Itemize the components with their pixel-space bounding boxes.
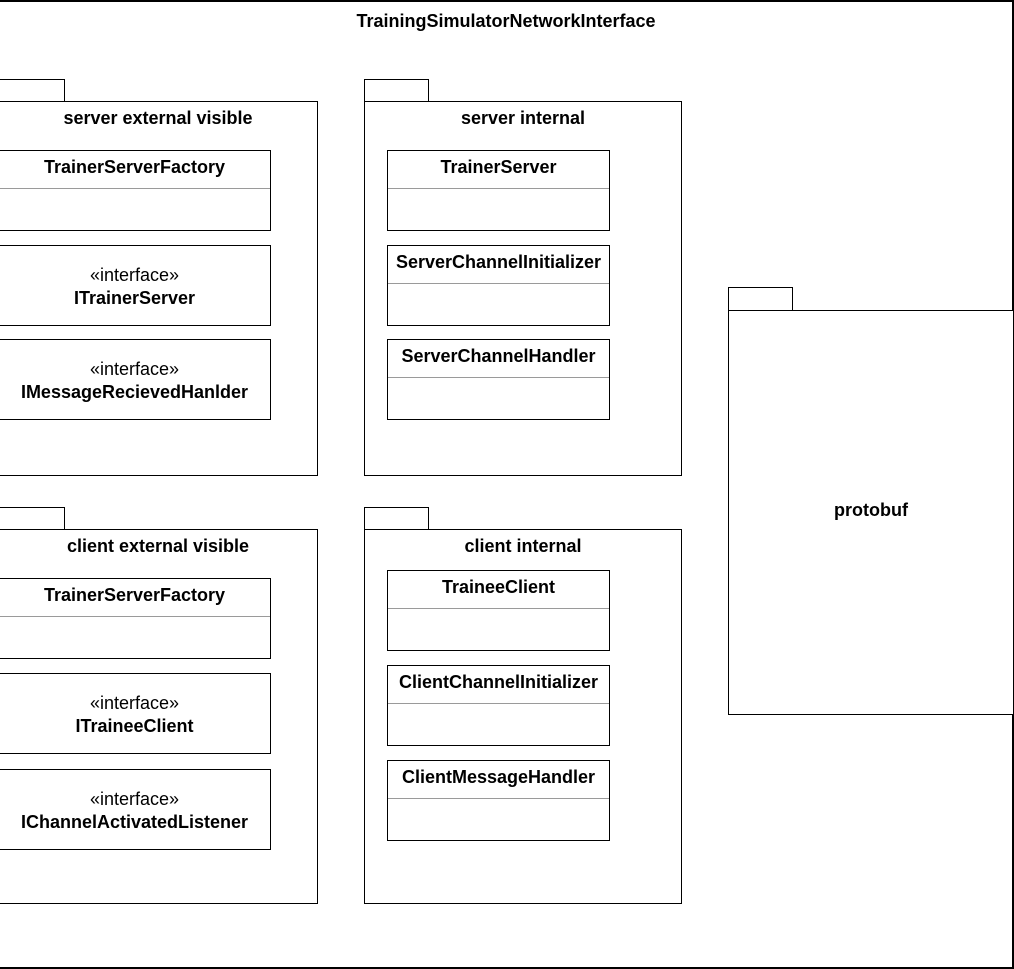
interface-name: IMessageRecievedHanlder bbox=[20, 382, 249, 402]
class-trainer-server[interactable]: TrainerServer bbox=[387, 150, 610, 231]
interface-itrainee-client[interactable]: «interface» ITraineeClient bbox=[0, 673, 271, 754]
class-divider bbox=[388, 703, 609, 704]
class-name: ClientMessageHandler bbox=[401, 767, 596, 787]
package-tab-client-external bbox=[0, 507, 65, 531]
interface-stereotype: «interface» bbox=[89, 265, 180, 285]
package-tab-server-external bbox=[0, 79, 65, 103]
package-title-client-internal: client internal bbox=[464, 536, 582, 556]
class-name: TrainerServer bbox=[440, 157, 557, 177]
class-name: TrainerServerFactory bbox=[43, 585, 226, 605]
interface-name: ITrainerServer bbox=[73, 288, 196, 308]
package-title-client-external: client external visible bbox=[66, 536, 250, 556]
interface-ichannel-activated-listener[interactable]: «interface» IChannelActivatedListener bbox=[0, 769, 271, 850]
class-divider bbox=[388, 283, 609, 284]
outer-package-title: TrainingSimulatorNetworkInterface bbox=[356, 11, 656, 31]
interface-name: ITraineeClient bbox=[75, 716, 194, 736]
class-name: ClientChannelInitializer bbox=[398, 672, 599, 692]
interface-stereotype: «interface» bbox=[89, 693, 180, 713]
class-trainer-server-factory-client[interactable]: TrainerServerFactory bbox=[0, 578, 271, 659]
class-server-channel-handler[interactable]: ServerChannelHandler bbox=[387, 339, 610, 420]
class-trainee-client[interactable]: TraineeClient bbox=[387, 570, 610, 651]
package-tab-client-internal bbox=[364, 507, 429, 531]
package-tab-server-internal bbox=[364, 79, 429, 103]
class-divider bbox=[388, 188, 609, 189]
package-protobuf: protobuf bbox=[728, 310, 1014, 715]
interface-imessage-recieved-hanlder[interactable]: «interface» IMessageRecievedHanlder bbox=[0, 339, 271, 420]
package-title-protobuf: protobuf bbox=[834, 500, 908, 520]
class-divider bbox=[388, 377, 609, 378]
class-name: TraineeClient bbox=[441, 577, 556, 597]
class-name: ServerChannelInitializer bbox=[395, 252, 602, 272]
class-name: TrainerServerFactory bbox=[43, 157, 226, 177]
interface-stereotype: «interface» bbox=[89, 789, 180, 809]
package-title-server-external: server external visible bbox=[63, 108, 253, 128]
class-client-channel-initializer[interactable]: ClientChannelInitializer bbox=[387, 665, 610, 746]
class-divider bbox=[388, 798, 609, 799]
class-divider bbox=[388, 608, 609, 609]
class-trainer-server-factory-server[interactable]: TrainerServerFactory bbox=[0, 150, 271, 231]
interface-stereotype: «interface» bbox=[89, 359, 180, 379]
class-server-channel-initializer[interactable]: ServerChannelInitializer bbox=[387, 245, 610, 326]
class-client-message-handler[interactable]: ClientMessageHandler bbox=[387, 760, 610, 841]
package-title-server-internal: server internal bbox=[460, 108, 586, 128]
interface-name: IChannelActivatedListener bbox=[20, 812, 249, 832]
class-divider bbox=[0, 188, 270, 189]
class-divider bbox=[0, 616, 270, 617]
package-tab-protobuf bbox=[728, 287, 793, 312]
interface-itrainer-server[interactable]: «interface» ITrainerServer bbox=[0, 245, 271, 326]
class-name: ServerChannelHandler bbox=[401, 346, 596, 366]
